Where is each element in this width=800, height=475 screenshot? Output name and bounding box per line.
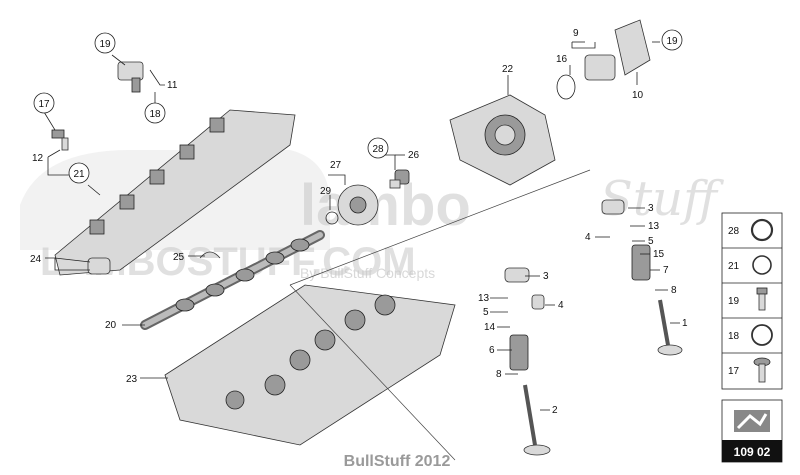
watermark-script: Stuff [600,171,724,227]
label-18-circle [144,102,166,124]
legend-label: 19 [728,296,740,307]
label-25: 25 [173,252,185,263]
label-7: 7 [663,265,669,276]
label-8b: 8 [496,369,502,380]
part-sensor [117,61,144,93]
label-12: 12 [32,153,44,164]
svg-text:28: 28 [372,144,384,155]
label-4a: 4 [585,232,591,243]
part-cylinder-head [164,284,456,446]
part-valve-left [504,267,551,456]
legend-label: 17 [728,366,740,377]
label-10: 10 [632,90,644,101]
label-15a: 15 [653,249,665,260]
part-bolt-26 [389,169,410,189]
legend-box: 28 21 19 18 17 [721,212,783,390]
page-code-box: 109 02 [721,399,783,463]
legend-ring-icon [752,255,772,275]
watermark-brand: lambo [300,173,471,238]
leader-lines [43,41,680,411]
part-cover [449,94,556,186]
svg-text:21: 21 [73,169,85,180]
part-camshaft [140,230,325,330]
footer-text: BullStuff 2012 [344,453,451,470]
svg-text:17: 17 [38,99,50,110]
label-4b: 4 [558,300,564,311]
label-16: 16 [556,54,568,65]
label-24: 24 [30,254,42,265]
legend-bolt-icon [756,287,768,311]
label-23: 23 [126,374,138,385]
part-cam-adjuster [325,184,379,226]
label-26: 26 [408,150,420,161]
legend-ring-icon [750,218,774,242]
label-20: 20 [105,320,117,331]
part-solenoid [556,19,651,100]
circled-label: 19 [94,32,116,54]
legend-label: 18 [728,331,740,342]
legend-label: 21 [728,261,740,272]
label-3b: 3 [543,271,549,282]
divider-lines [289,169,591,461]
legend-screw-icon [753,357,771,383]
label-6: 6 [489,345,495,356]
page-code: 109 02 [734,445,771,459]
legend-label: 28 [728,226,740,237]
label-18: 18 [149,109,161,120]
arrow-icon [734,410,770,432]
label-2: 2 [552,405,558,416]
circled-label: 21 [68,162,90,184]
label-13b: 13 [478,293,490,304]
label-14: 14 [484,322,496,333]
svg-text:19: 19 [666,36,678,47]
label-11: 11 [167,80,178,91]
part-bolt-12 [51,129,69,151]
label-8a: 8 [671,285,677,296]
label-1: 1 [682,318,688,329]
legend-ring-icon [751,324,773,346]
callout-labels: 11 18 12 22 9 16 10 27 26 29 20 24 25 23… [30,28,688,416]
label-27: 27 [330,160,342,171]
circled-label: 19 [661,29,683,51]
svg-text:19: 19 [99,39,111,50]
part-24 [87,257,111,275]
watermark-by: By BullStuff Concepts [300,265,435,281]
circled-label: 28 [367,137,389,159]
label-13a: 13 [648,221,660,232]
label-29: 29 [320,186,332,197]
label-5b: 5 [483,307,489,318]
label-3a: 3 [648,203,654,214]
label-9: 9 [573,28,579,39]
part-camshaft-carrier [54,109,296,276]
circled-label: 17 [33,92,55,114]
label-22: 22 [502,64,514,75]
label-5a: 5 [648,236,654,247]
